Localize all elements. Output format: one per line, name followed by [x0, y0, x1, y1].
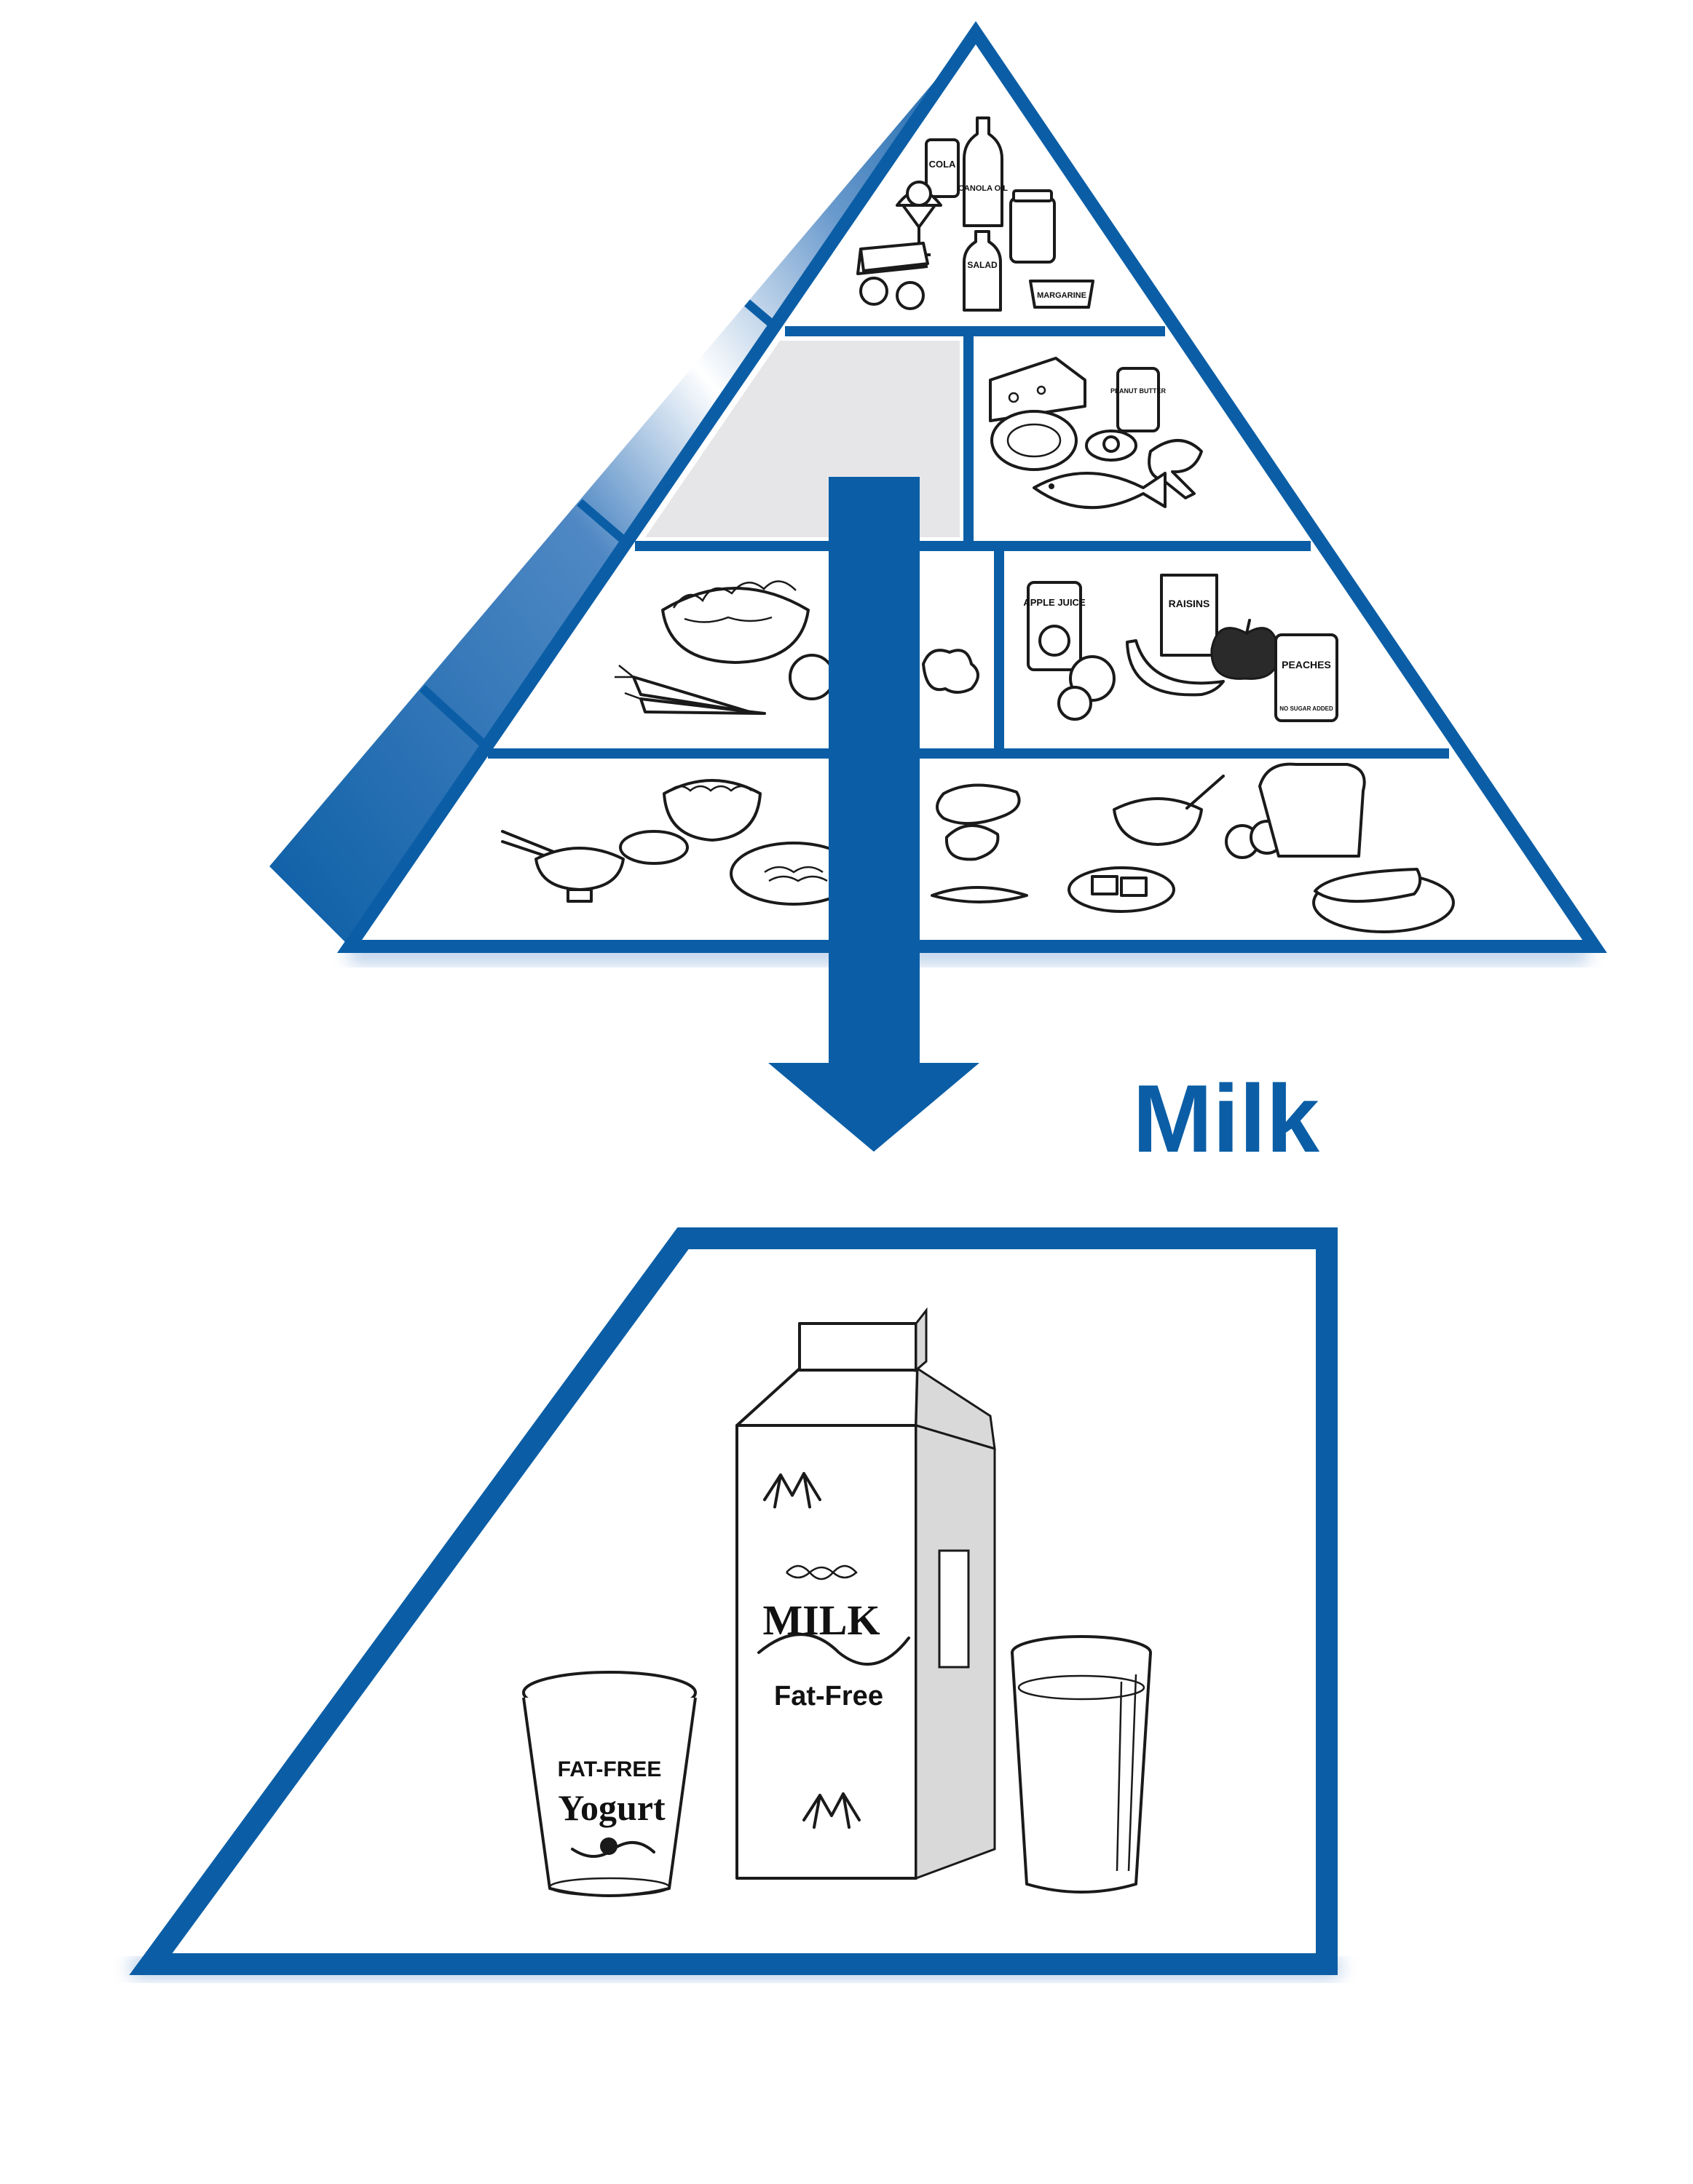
side-tick-2: [577, 499, 629, 546]
raisins-box-icon: [1160, 574, 1218, 657]
cracker-icon-2: [1120, 877, 1148, 897]
peanut-butter-label: PEANUT BUTTER: [1110, 387, 1166, 395]
milk-carton-illustration: MILK Fat-Free: [735, 1307, 996, 1880]
banana-icon: [1126, 639, 1225, 697]
apple-stem: [1245, 619, 1251, 635]
glass-body: [1011, 1652, 1152, 1894]
egg-yolk-icon: [1102, 435, 1120, 453]
fish-eye: [1049, 483, 1054, 489]
glass-shading: [1116, 1674, 1137, 1872]
corn-icon: [619, 830, 689, 865]
cookie-icon-2: [896, 281, 925, 310]
roll-icon: [944, 824, 1000, 861]
cola-label: COLA: [929, 159, 956, 170]
meat-beans-group: PEANUT BUTTER: [989, 357, 1203, 510]
apple-on-can-icon: [1038, 625, 1070, 657]
chicken-leg-icon: [1148, 439, 1203, 499]
carton-side-panel: [938, 1549, 970, 1669]
fats-oils-sweets-group: COLA CANOLA OIL SALAD MARGARINE: [856, 116, 1094, 312]
carton-fin: [798, 1322, 917, 1372]
potato-icon: [936, 783, 1021, 826]
rice-bowl-icon: [534, 847, 625, 903]
apple-icon: [1210, 627, 1280, 680]
yogurt-swirl-icon: [571, 1840, 655, 1858]
down-arrow: [768, 477, 979, 1152]
cheese-hole-2: [1036, 385, 1046, 395]
grains-group: [501, 762, 1455, 933]
canned-meat-inner: [1006, 423, 1062, 458]
carton-subtitle-label: Fat-Free: [774, 1681, 883, 1712]
peaches-label: PEACHES: [1282, 659, 1331, 670]
spoon-icon: [1185, 775, 1225, 810]
margarine-tub-icon: [1029, 280, 1094, 309]
carrot-tops: [615, 665, 642, 700]
carton-scroll: [786, 1564, 858, 1580]
cheese-hole: [1008, 392, 1019, 403]
cola-can-icon: [925, 138, 960, 198]
glass-milk-surface: [1017, 1674, 1145, 1701]
arrow-shaft: [829, 477, 920, 1070]
jar-lid-icon: [1012, 189, 1053, 202]
canola-oil-label: CANOLA OIL: [958, 184, 1008, 193]
carton-front: [735, 1424, 917, 1880]
carrot-icon: [632, 676, 751, 713]
salad-dressing-bottle-icon: [963, 230, 1002, 312]
cracker-icon: [1091, 875, 1118, 895]
food-pyramid: COLA CANOLA OIL SALAD MARGARINE: [269, 21, 1607, 1152]
margarine-label: MARGARINE: [1037, 291, 1086, 300]
arrow-head: [768, 1063, 979, 1152]
carrot-icon-2: [639, 697, 766, 715]
yogurt-base: [548, 1877, 671, 1897]
carton-wave: [757, 1633, 910, 1666]
side-tick-3: [419, 684, 487, 748]
grain-bowl-texture: [669, 785, 752, 792]
peaches-can-icon: [1274, 633, 1338, 722]
pasta-texture: [764, 866, 828, 882]
milk-glass-illustration: [1011, 1635, 1152, 1894]
canned-meat-icon: [990, 410, 1078, 471]
peanut-butter-jar-icon: [1116, 367, 1160, 432]
yogurt-name-label: Yogurt: [558, 1787, 666, 1828]
salad-bowl-icon: [661, 587, 810, 664]
carton-fin-top: [915, 1307, 928, 1373]
broccoli-icon: [922, 649, 979, 694]
milk-group-panel: MILK Fat-Free FAT-FREE Yogurt: [129, 1227, 1340, 1977]
orange-slice-icon: [1057, 686, 1092, 721]
salad-label: SALAD: [967, 260, 998, 270]
carton-ornament-bottom: [802, 1792, 861, 1829]
carton-ornament-top: [763, 1472, 821, 1508]
fish-icon: [1033, 472, 1167, 510]
cake-slice-icon: [856, 242, 929, 275]
yogurt-top-label: FAT-FREE: [558, 1757, 662, 1781]
cookie-icon: [859, 277, 888, 306]
no-sugar-added-label: NO SUGAR ADDED: [1279, 705, 1333, 712]
salad-leaves: [672, 580, 797, 623]
sundae-scoop-icon: [906, 181, 932, 207]
fruits-group: APPLE JUICE RAISINS PEACHES NO SUGAR ADD…: [1023, 574, 1338, 722]
cereal-bowl-icon: [1113, 797, 1203, 846]
mayonnaise-jar-icon: [1009, 197, 1056, 264]
tomato-icon: [789, 654, 835, 700]
burrito-icon: [1314, 868, 1422, 903]
yogurt-cup-illustration: FAT-FREE Yogurt: [522, 1671, 697, 1897]
vegetables-group: [615, 580, 979, 715]
raisins-label: RAISINS: [1169, 598, 1210, 609]
pyramid-side-face: [269, 33, 976, 946]
carton-brand-label: MILK: [762, 1597, 880, 1644]
grain-bowl-icon: [663, 779, 762, 842]
bread-slice-icon: [1258, 762, 1366, 858]
page-title: Milk: [1132, 1065, 1319, 1172]
peas-pod-icon: [931, 886, 1028, 903]
apple-juice-label: APPLE JUICE: [1023, 597, 1086, 608]
canola-oil-bottle-icon: [963, 116, 1003, 227]
